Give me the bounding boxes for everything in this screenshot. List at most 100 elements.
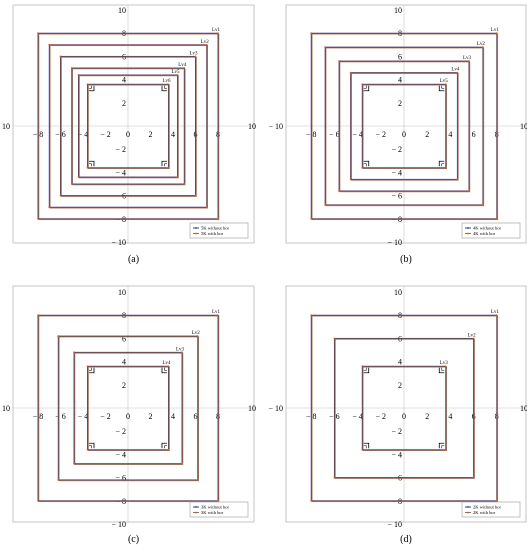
- corner-point: [194, 55, 197, 58]
- level-label: Lv1: [491, 28, 500, 33]
- corner-bracket: [438, 160, 445, 167]
- y-tick-label: 10: [394, 288, 402, 297]
- legend-entry: 4K with hor: [473, 231, 496, 236]
- y-tick-label: 10: [394, 6, 402, 15]
- panel-caption: (a): [128, 254, 139, 265]
- corner-bracket-inner: [363, 163, 367, 167]
- corner-point: [86, 448, 89, 451]
- corner-point: [472, 476, 475, 479]
- legend-entry: 5K with hor: [201, 231, 224, 236]
- corner-point: [495, 32, 498, 35]
- level-square-with-hor: [60, 56, 197, 197]
- level-label: Lv1: [491, 310, 500, 315]
- x-tick-label: 0: [402, 130, 406, 139]
- legend-box: [189, 222, 249, 239]
- corner-point: [338, 60, 340, 62]
- corner-bracket-inner: [89, 85, 92, 89]
- y-tick-label: 4: [398, 358, 402, 367]
- corner-point: [205, 206, 208, 209]
- corner-point: [456, 71, 459, 74]
- level-square-without-hor: [324, 46, 484, 206]
- x-tick-label: − 4: [78, 130, 89, 139]
- corner-point: [444, 166, 447, 169]
- level-label: Lv3: [190, 51, 199, 56]
- legend-marker: [467, 232, 469, 235]
- corner-bracket: [161, 85, 167, 92]
- y-tick-label: 6: [122, 334, 126, 343]
- y-tick-label: 4: [122, 76, 126, 85]
- corner-point: [481, 46, 484, 49]
- x-tick-label: 2: [425, 412, 429, 421]
- x-tick-label: 0: [126, 130, 130, 139]
- level-square-with-hor: [350, 72, 459, 181]
- corner-bracket-inner: [441, 85, 445, 89]
- corner-point: [495, 314, 498, 317]
- level-square-with-hor: [339, 61, 471, 193]
- y-tick-label: 6: [398, 52, 402, 61]
- level-square-without-hor: [57, 335, 199, 481]
- corner-point: [176, 176, 179, 178]
- corner-bracket-inner: [363, 445, 367, 449]
- corner-bracket-inner: [164, 367, 167, 371]
- level-square-without-hor: [37, 32, 219, 220]
- corner-bracket: [161, 367, 167, 374]
- x-tick-label: 0: [402, 412, 406, 421]
- corner-point: [468, 190, 470, 192]
- x-tick-label: − 2: [100, 412, 111, 421]
- level-label: Lv4: [163, 361, 172, 366]
- level-square-without-hor: [333, 337, 475, 479]
- x-tick-label: 2: [425, 130, 429, 139]
- panel-caption: (c): [128, 534, 139, 545]
- x-tick-label: − 10: [268, 122, 283, 131]
- x-tick-label: 2: [149, 412, 153, 421]
- corner-point: [70, 183, 73, 185]
- corner-point: [176, 74, 179, 76]
- x-tick-label: 4: [171, 130, 175, 139]
- level-square-with-hor: [334, 338, 475, 479]
- corner-bracket: [438, 367, 445, 374]
- y-tick-label: − 2: [391, 427, 402, 436]
- corner-bracket: [438, 442, 445, 449]
- corner-point: [495, 499, 498, 502]
- corner-point: [77, 74, 80, 76]
- y-tick-label: − 4: [115, 168, 126, 177]
- level-label: Lv2: [201, 40, 210, 45]
- legend-entry: 2K with hor: [473, 510, 496, 515]
- panel-caption: (d): [400, 534, 412, 545]
- corner-point: [310, 314, 313, 317]
- corner-bracket-inner: [363, 85, 367, 89]
- corner-point: [444, 83, 447, 86]
- level-square-without-hor: [310, 32, 498, 220]
- y-tick-label: − 10: [111, 520, 126, 529]
- level-square-with-hor: [311, 315, 499, 503]
- corner-point: [310, 499, 313, 502]
- level-label: Lv2: [192, 331, 201, 336]
- corner-point: [37, 32, 39, 35]
- x-tick-label: 4: [448, 412, 452, 421]
- corner-bracket: [161, 160, 167, 167]
- corner-bracket: [89, 160, 95, 167]
- corner-point: [48, 206, 51, 209]
- x-tick-label: 4: [171, 412, 175, 421]
- x-tick-label: 10: [248, 122, 256, 131]
- corner-bracket-inner: [164, 445, 167, 449]
- y-tick-label: − 10: [387, 520, 402, 529]
- level-square-with-hor: [87, 84, 170, 170]
- corner-point: [444, 448, 447, 451]
- level-square-with-hor: [38, 315, 220, 503]
- level-label: Lv1: [212, 28, 221, 33]
- y-tick-label: 2: [122, 99, 126, 108]
- corner-point: [183, 67, 186, 69]
- y-tick-label: 2: [398, 99, 402, 108]
- x-tick-label: − 2: [376, 412, 387, 421]
- corner-bracket: [89, 367, 95, 374]
- x-tick-label: − 10: [268, 404, 283, 413]
- legend-marker: [195, 227, 197, 229]
- x-tick-label: 6: [194, 412, 198, 421]
- corner-point: [167, 83, 170, 86]
- corner-point: [194, 194, 197, 197]
